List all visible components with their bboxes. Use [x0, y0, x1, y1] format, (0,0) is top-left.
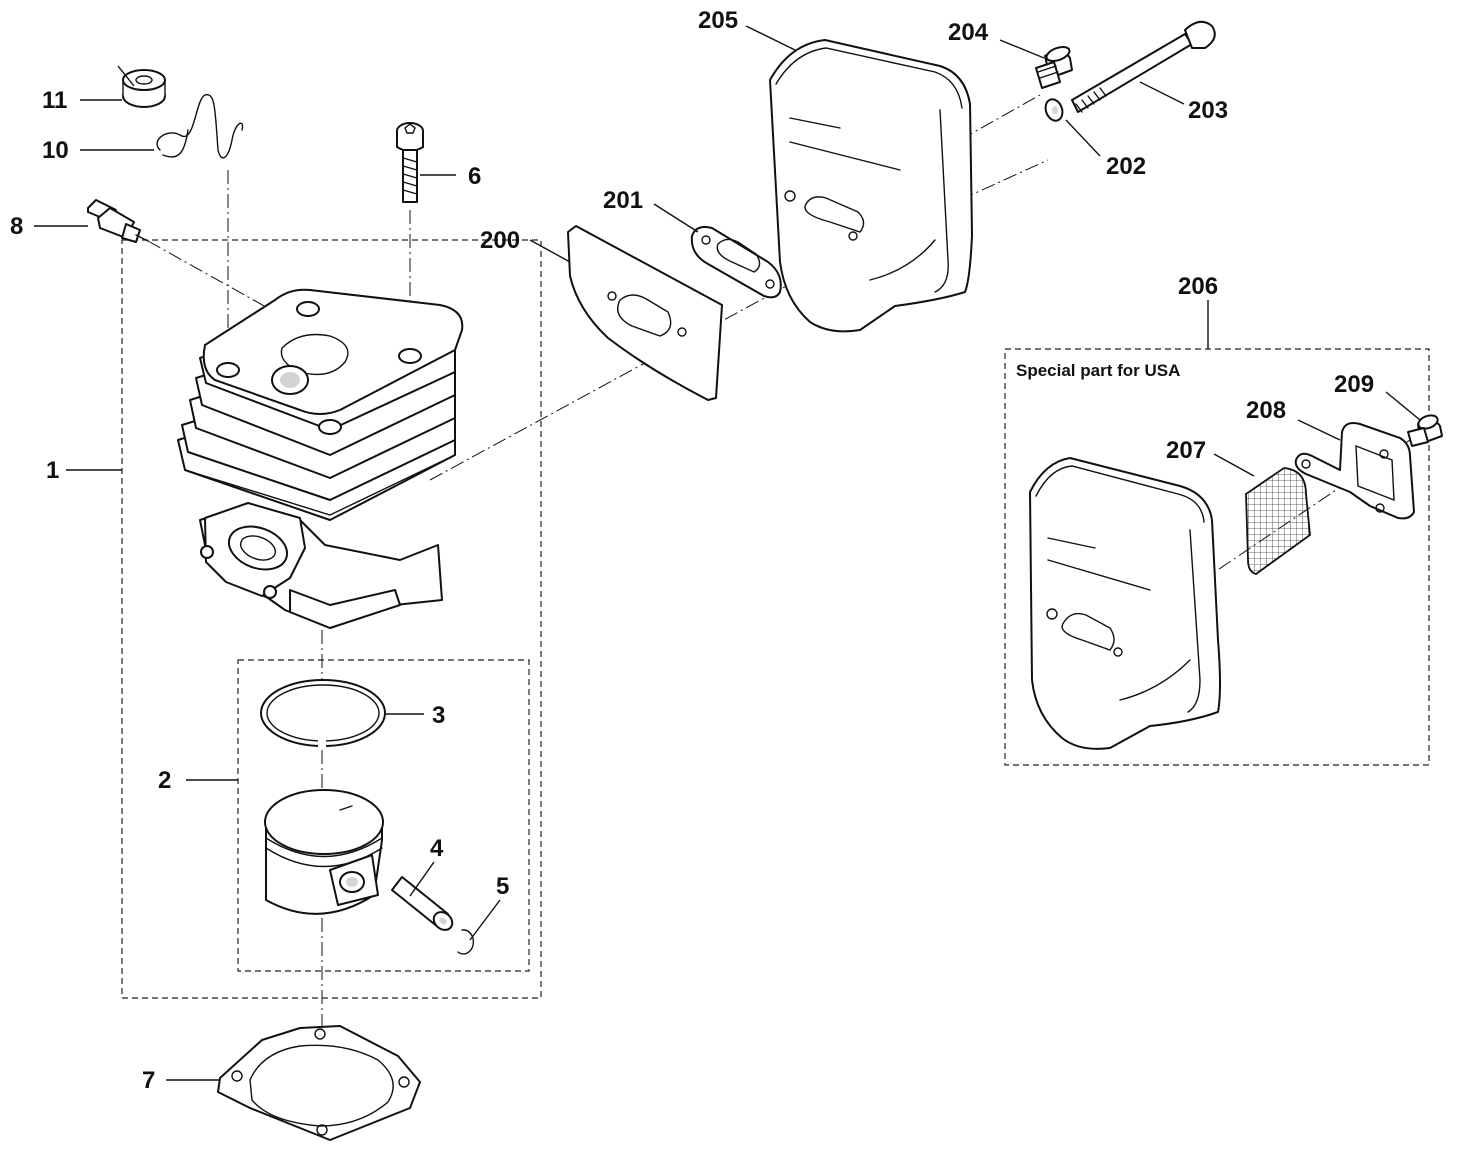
callout-10: 10	[42, 137, 69, 164]
callout-11: 11	[42, 87, 67, 114]
callout-203: 203	[1188, 97, 1228, 124]
callout-5: 5	[496, 873, 509, 900]
callout-7: 7	[142, 1067, 155, 1094]
callout-208: 208	[1246, 397, 1286, 424]
callout-8: 8	[10, 213, 23, 240]
callout-207: 207	[1166, 437, 1206, 464]
callout-201: 201	[603, 187, 643, 214]
callout-205: 205	[698, 7, 738, 34]
callout-200: 200	[480, 227, 520, 254]
callout-206: 206	[1178, 273, 1218, 300]
part-206-usa-muffler	[1029, 457, 1221, 750]
part-202-washer	[1044, 98, 1064, 122]
part-208-screen-bracket	[1294, 422, 1415, 520]
part-5-circlip	[457, 929, 475, 955]
part-2-piston	[264, 789, 384, 915]
part-8-decompression-valve	[87, 199, 149, 243]
special-part-label: Special part for USA	[1016, 361, 1180, 380]
callout-1: 1	[46, 457, 59, 484]
callout-2: 2	[158, 767, 171, 794]
callout-6: 6	[468, 163, 481, 190]
cylinder-assembly-box	[121, 239, 542, 999]
part-11-grommet	[122, 69, 166, 108]
part-200-heat-shield-plate	[567, 225, 723, 401]
leader-lines	[34, 25, 1421, 1081]
callout-labels: 11 10 8 6 1 2 3 4 5 7 200 201 205 204 20…	[10, 7, 1374, 1094]
part-7-base-gasket	[217, 1025, 421, 1141]
piston-assembly-box	[237, 659, 530, 972]
part-207-spark-arrestor-screen	[1245, 467, 1311, 575]
callout-4: 4	[430, 835, 444, 862]
part-4-piston-pin	[391, 876, 454, 931]
part-209-screw	[1407, 414, 1443, 447]
callout-202: 202	[1106, 153, 1146, 180]
part-1-cylinder	[177, 288, 464, 629]
part-6-screw	[396, 122, 424, 203]
part-201-exhaust-gasket	[690, 226, 782, 299]
callout-209: 209	[1334, 371, 1374, 398]
part-204-screw	[1035, 46, 1073, 89]
part-3-piston-ring	[260, 679, 386, 748]
part-203-long-bolt	[1071, 20, 1216, 113]
part-10-spring-clip	[156, 94, 244, 159]
callout-3: 3	[432, 702, 445, 729]
callout-204: 204	[948, 19, 989, 46]
part-205-muffler	[769, 39, 973, 333]
usa-special-part-box	[1004, 348, 1430, 766]
